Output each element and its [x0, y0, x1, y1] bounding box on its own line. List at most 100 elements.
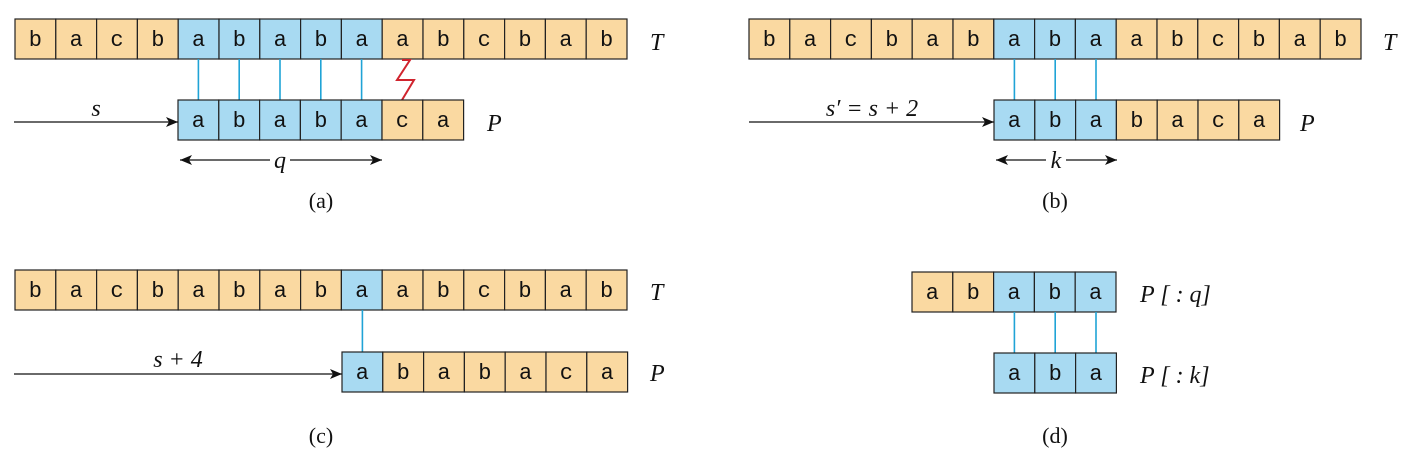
- prefix-q-label: P [ : q]: [1139, 282, 1211, 308]
- cell-char: a: [274, 28, 287, 53]
- pattern-row-label: P: [649, 361, 665, 387]
- cell-char: b: [151, 28, 164, 53]
- cell: [14, 18, 57, 60]
- cell-char: b: [1130, 109, 1143, 134]
- cell: [422, 269, 465, 311]
- cell-matched: [300, 18, 343, 60]
- cell-matched: [340, 99, 383, 141]
- shift-label: s + 4: [153, 347, 203, 373]
- cell: [870, 18, 913, 60]
- caption: (d): [1042, 423, 1068, 448]
- cell-char: b: [1049, 362, 1062, 387]
- cell-matched: [299, 99, 342, 141]
- cell: [136, 269, 179, 311]
- cell: [381, 269, 424, 311]
- cell-char: c: [478, 28, 491, 53]
- cell-matched: [259, 99, 302, 141]
- cell: [381, 18, 424, 60]
- cell-char: a: [1007, 281, 1020, 306]
- cell-char: b: [29, 28, 42, 53]
- cell: [504, 269, 547, 311]
- cell-char: b: [1048, 28, 1061, 53]
- cell-matched: [1033, 271, 1076, 313]
- cell-char: b: [233, 28, 246, 53]
- cell-char: a: [926, 28, 939, 53]
- cell-char: a: [355, 279, 368, 304]
- cell-char: a: [804, 28, 817, 53]
- shift-label: s: [91, 96, 100, 122]
- cell-char: a: [355, 28, 368, 53]
- cell: [748, 18, 791, 60]
- span-label-bg: [1046, 148, 1066, 172]
- cell-matched: [992, 271, 1035, 313]
- cell-char: a: [519, 361, 532, 386]
- cell: [463, 18, 506, 60]
- cell-char: a: [1089, 281, 1102, 306]
- cell-char: a: [1008, 109, 1021, 134]
- cell: [504, 18, 547, 60]
- cell-char: a: [356, 361, 369, 386]
- cell: [585, 269, 628, 311]
- cell-char: c: [560, 361, 573, 386]
- cell-char: a: [1130, 28, 1143, 53]
- cell-char: b: [1049, 109, 1062, 134]
- cell-char: c: [1212, 109, 1225, 134]
- cell-char: b: [763, 28, 776, 53]
- mismatch-zigzag: [395, 59, 416, 101]
- cell: [14, 269, 57, 311]
- cell-matched: [177, 99, 220, 141]
- cell-char: b: [233, 109, 246, 134]
- cell-char: a: [1008, 362, 1021, 387]
- cell-char: c: [396, 109, 409, 134]
- cell-char: a: [559, 279, 572, 304]
- cell-char: a: [1089, 362, 1102, 387]
- cell-char: b: [967, 281, 980, 306]
- cell: [586, 351, 629, 393]
- cell-char: a: [926, 281, 939, 306]
- cell-char: c: [110, 279, 123, 304]
- cell: [55, 269, 98, 311]
- text-row-label: T: [650, 30, 665, 56]
- cell-char: b: [437, 279, 450, 304]
- cell-matched: [340, 269, 383, 311]
- cell-char: b: [397, 361, 410, 386]
- cell-char: a: [437, 361, 450, 386]
- text-row-label: T: [1383, 30, 1398, 56]
- cell-char: b: [1048, 281, 1061, 306]
- cell: [1156, 18, 1199, 60]
- cell-char: c: [844, 28, 857, 53]
- cell: [1156, 99, 1199, 141]
- cell: [422, 99, 465, 141]
- cell-matched: [1074, 352, 1117, 394]
- cell-char: b: [29, 279, 42, 304]
- cell: [911, 18, 954, 60]
- cell: [55, 18, 98, 60]
- cell-char: b: [1171, 28, 1184, 53]
- cell: [1115, 99, 1158, 141]
- shift-label: s′ = s + 2: [826, 96, 918, 122]
- cell-char: a: [396, 28, 409, 53]
- cell-char: a: [559, 28, 572, 53]
- cell: [1197, 99, 1240, 141]
- cell: [504, 351, 547, 393]
- caption: (c): [309, 423, 333, 448]
- cell-char: c: [478, 279, 491, 304]
- cell-char: a: [1253, 109, 1266, 134]
- cell-char: a: [1171, 109, 1184, 134]
- cell-char: a: [192, 28, 205, 53]
- cell: [218, 269, 261, 311]
- cell-char: b: [600, 279, 613, 304]
- cell-char: b: [1334, 28, 1347, 53]
- cell-char: c: [1212, 28, 1225, 53]
- cell-char: b: [478, 361, 491, 386]
